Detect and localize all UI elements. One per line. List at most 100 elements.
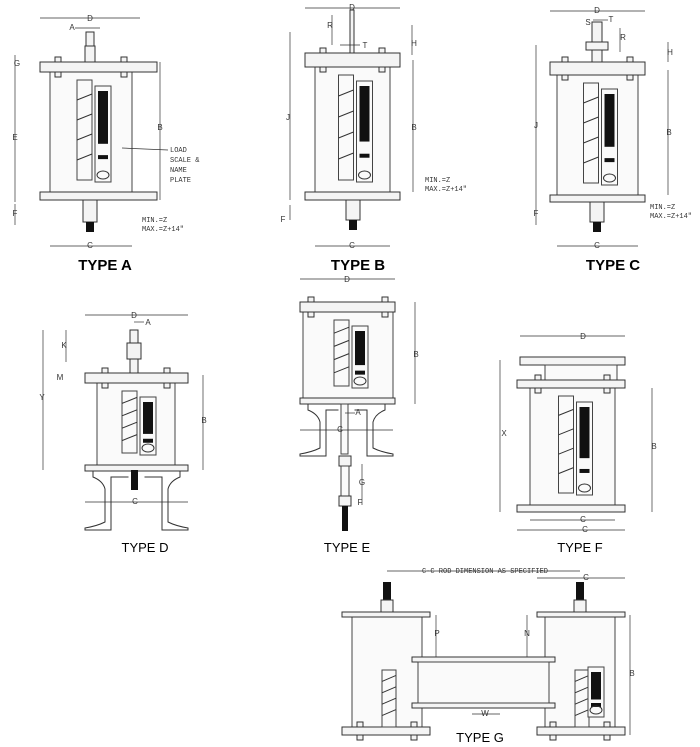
dimension-label: B [651,442,656,451]
bottom-plate [549,194,646,203]
top-plate [341,611,431,618]
dimension-label: A [355,408,361,417]
type-b-title: TYPE B [331,257,385,274]
type-e-title: TYPE E [324,540,371,555]
type-f-title: TYPE F [557,540,603,555]
bottom-plate [516,504,626,513]
spring-coil-turn [333,326,350,334]
name-plate-logo [353,376,367,386]
load-scale-marker [359,153,370,158]
name-plate-logo [96,170,110,180]
spring-coil-turn [121,396,138,404]
dimension-label: H [667,48,673,57]
bolt-nut [381,296,389,303]
min-travel-note: MIN.=Z [650,204,675,212]
channel-beam-right [142,470,189,531]
channel-beam-right [352,403,394,457]
spring-coil-turn [333,366,350,374]
dimension-label: D [344,275,350,284]
turnbuckle-top [338,455,352,467]
type-a-title: TYPE A [78,257,132,274]
channel-beam-left [299,403,341,457]
name-plate-logo [358,170,371,180]
min-travel-note: MIN.=Z [142,217,167,225]
spring-coil-turn [574,686,590,694]
top-rod-thread [383,582,391,600]
dimension-label: D [349,3,355,12]
name-plate-logo [578,483,591,493]
max-travel-note: MAX.=Z+14" [650,213,692,221]
bolt-nut [603,734,611,741]
dimension-label: C [582,525,588,534]
turnbuckle-body [340,465,350,497]
clevis-pin [585,41,609,51]
bolt-nut [307,311,315,318]
bottom-plate [341,726,431,736]
dimension-label: C [580,515,586,524]
dimension-label: D [87,14,93,23]
name-plate-logo [141,443,155,453]
load-scale-name-plate-callout: NAME [170,167,187,175]
rod-coupling [84,45,96,63]
dimension-label: B [411,123,416,132]
dimension-label: P [434,629,439,638]
load-scale-indicator [359,86,370,142]
spring-coil-turn [381,674,397,682]
bolt-nut [410,734,418,741]
bolt-nut [319,47,327,54]
bolt-nut [603,721,611,728]
dimension-label: C [337,425,343,434]
dimension-label: J [534,121,538,130]
spring-coil-turn [583,96,599,104]
dimension-label: G [14,59,20,68]
dimension-label: N [524,629,530,638]
bottom-plate [304,191,401,201]
turnbuckle-bottom [338,495,352,507]
spring-coil-turn [338,152,354,160]
dimension-label: T [609,15,614,24]
bolt-nut [307,296,315,303]
spring-coil-turn [381,686,397,694]
bottom-rod-thread [593,222,601,232]
dimension-label: F [281,215,286,224]
bolt-nut [561,56,569,63]
load-scale-marker [98,155,108,160]
spring-coil-turn [338,89,354,97]
load-scale-name-plate-callout: LOAD [170,147,187,155]
spring-coil [338,74,354,181]
top-plate [536,611,626,618]
bottom-rod-thread [86,222,94,232]
bolt-nut [101,382,109,389]
spring-coil-turn [574,697,590,705]
name-plate-logo [589,705,603,715]
dimension-label: M [57,373,64,382]
type-d-title: TYPE D [122,540,169,555]
dimension-label: B [413,350,418,359]
dimension-label: C [583,573,589,582]
rod-nut [380,599,394,613]
dimension-label: G [359,478,365,487]
dimension-label: B [629,669,634,678]
bolt-nut [410,721,418,728]
dimension-label: H [411,39,417,48]
spring-coil-turn [558,447,574,455]
bottom-rod-thread [349,220,357,230]
spring-coil-turn [76,133,93,141]
dimension-label: B [666,128,671,137]
channel-beam-left [84,470,131,531]
dimension-label: E [12,133,17,142]
load-scale-marker [604,158,615,163]
top-plate [304,52,401,68]
load-scale-indicator [604,94,615,147]
dimension-label: B [201,416,206,425]
crossbeam-flange-top [411,656,556,663]
dimension-label: D [594,6,600,15]
load-plate [519,356,626,366]
load-scale-marker [143,438,153,443]
spring-coil-turn [76,93,93,101]
dimension-label: C [349,241,355,250]
spring-coil-turn [381,697,397,705]
